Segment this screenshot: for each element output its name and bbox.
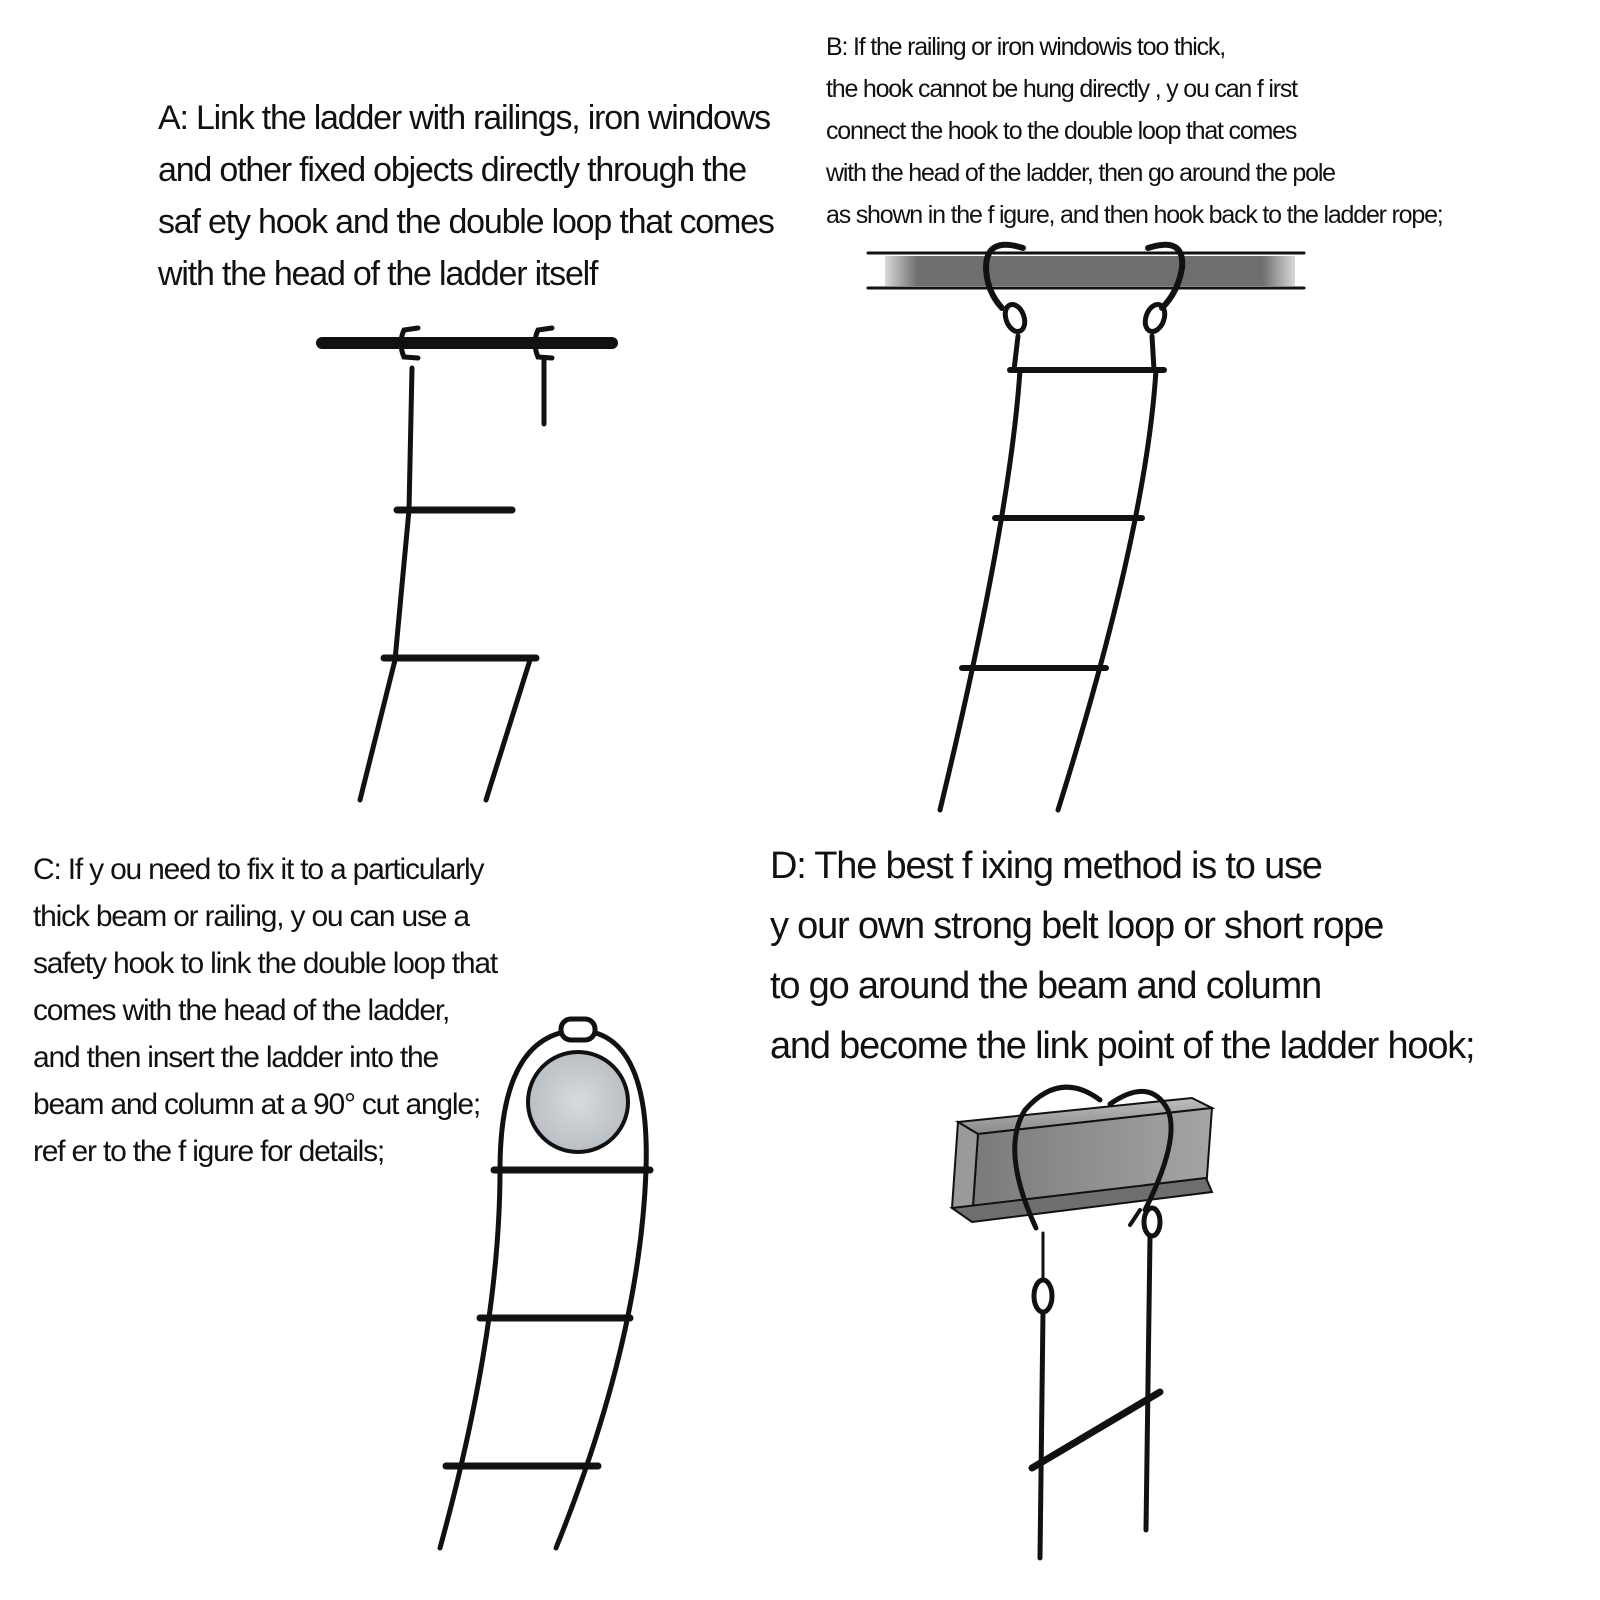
hook-icon <box>1145 241 1186 311</box>
caption-a-line: and other fixed objects directly through… <box>158 151 747 189</box>
loop-around-beam <box>497 1030 563 1173</box>
hook-icon <box>398 325 421 361</box>
caption-b-line: as shown in the f igure, and then hook b… <box>826 201 1444 229</box>
caption-c: C: If y ou need to fix it to a particula… <box>33 846 498 1175</box>
ladder-rope <box>1011 333 1021 373</box>
caption-d-line: and become the link point of the ladder … <box>770 1025 1476 1067</box>
caption-b-line: with the head of the ladder, then go aro… <box>826 159 1336 187</box>
caption-a-line: saf ety hook and the double loop that co… <box>158 203 775 241</box>
caption-c-line: and then insert the ladder into the <box>33 1041 439 1074</box>
ladder-rope <box>1055 367 1159 813</box>
ladder-rope <box>1037 1309 1046 1561</box>
i-beam-bottom <box>949 1176 1214 1224</box>
figure-d-ladder <box>949 1084 1216 1561</box>
figure-c-ladder <box>437 1016 654 1551</box>
caption-d: D: The best f ixing method is to use y o… <box>770 836 1476 1076</box>
ladder-rope <box>483 657 533 803</box>
ladder-rope <box>437 1167 503 1551</box>
caption-a: A: Link the ladder with railings, iron w… <box>158 92 775 300</box>
loop-around-beam <box>593 1030 649 1173</box>
ladder-rope <box>357 657 398 803</box>
pole <box>885 256 1295 286</box>
belt-loop <box>1128 1208 1142 1227</box>
caption-a-line: A: Link the ladder with railings, iron w… <box>158 99 771 137</box>
double-loop <box>1002 301 1028 335</box>
belt-loop <box>1012 1084 1103 1231</box>
double-loop <box>558 1016 598 1043</box>
caption-c-line: comes with the head of the ladder, <box>33 994 450 1027</box>
ladder-rope <box>553 1167 649 1551</box>
figure-b-ladder <box>866 241 1306 813</box>
ladder-rope <box>1143 1234 1153 1533</box>
caption-b: B: If the railing or iron windowis too t… <box>826 26 1444 236</box>
caption-b-line: connect the hook to the double loop that… <box>826 117 1297 145</box>
hook-icon <box>1031 1277 1055 1315</box>
caption-c-line: beam and column at a 90° cut angle; <box>33 1088 481 1121</box>
ladder-rope <box>392 507 412 663</box>
belt-loop <box>1107 1088 1174 1213</box>
figure-a-ladder <box>316 325 618 803</box>
hook-icon <box>982 241 1026 311</box>
caption-d-line: to go around the beam and column <box>770 965 1322 1007</box>
ladder-rung <box>1028 1388 1164 1472</box>
hook-icon <box>1141 1205 1163 1239</box>
beam-cross-section <box>526 1050 630 1154</box>
caption-c-line: C: If y ou need to fix it to a particula… <box>33 853 485 886</box>
caption-c-line: ref er to the f igure for details; <box>33 1135 385 1168</box>
hook-icon <box>532 325 555 361</box>
caption-a-line: with the head of the ladder itself <box>158 255 598 293</box>
caption-c-line: thick beam or railing, y ou can use a <box>33 900 470 933</box>
caption-b-line: B: If the railing or iron windowis too t… <box>826 33 1226 61</box>
ladder-rope <box>1149 333 1157 373</box>
ladder-rope <box>406 365 415 513</box>
caption-c-line: safety hook to link the double loop that <box>33 947 498 980</box>
caption-d-line: y our own strong belt loop or short rope <box>770 905 1384 947</box>
caption-d-line: D: The best f ixing method is to use <box>770 845 1323 887</box>
double-loop <box>1142 301 1168 335</box>
caption-b-line: the hook cannot be hung directly , y ou … <box>826 75 1298 103</box>
ladder-rope <box>937 367 1023 813</box>
